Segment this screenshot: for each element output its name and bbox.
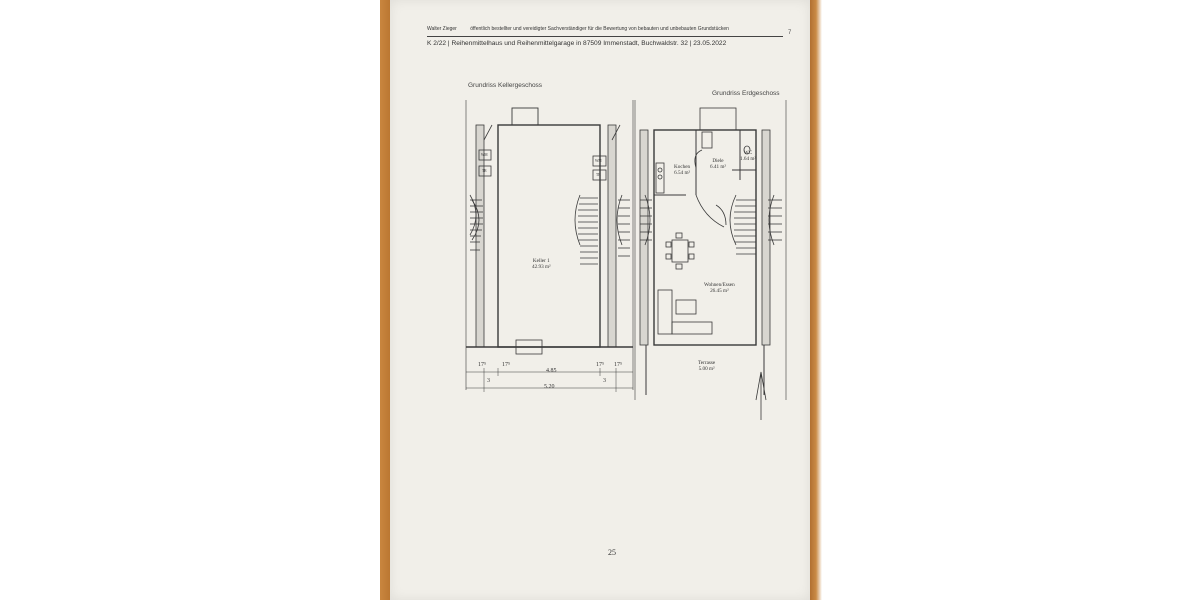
room-name-terrasse: Terrasse — [698, 360, 716, 366]
dim-top-right: 17⁵ — [596, 362, 605, 368]
sofa-bottom — [671, 321, 713, 335]
basement-wall-right — [607, 124, 617, 348]
wm-label-left: WM — [481, 153, 488, 157]
ground-stairs — [729, 194, 756, 255]
room-label-wc: WC 1.64 m² — [740, 150, 756, 162]
room-label-kochen: Kochen 6.54 m² — [674, 164, 690, 176]
dim-top-left: 17⁵ — [478, 362, 487, 368]
wm-label-right: WM — [595, 159, 602, 163]
basement-plan-title: Grundriss Kellergeschoss — [468, 82, 543, 89]
basement-tr-box-right — [592, 169, 607, 181]
ground-floor-plan-title: Grundriss Erdgeschoss — [712, 90, 780, 97]
ground-entrance — [699, 107, 737, 131]
room-name-kochen: Kochen — [674, 164, 691, 170]
basement-tr-box-left — [478, 165, 492, 177]
document-page: Walter Zieger öffentlich bestellter und … — [390, 0, 810, 600]
room-name-wc: WC — [743, 150, 753, 156]
basement-room-name: Keller 1 — [532, 258, 550, 264]
ground-stairs-left-neighbour — [640, 194, 652, 246]
basement-room-area: 42.93 m² — [532, 264, 551, 270]
room-area-terrasse: 5.00 m² — [698, 366, 715, 372]
floor-plan-drawing — [465, 100, 787, 420]
document-reference: K 2/22 | Reihenmittelhaus und Reihenmitt… — [427, 40, 727, 47]
dim-bottom-left: 3 — [487, 378, 490, 384]
hall-curve-wall — [695, 194, 725, 228]
tr-label-left: TR — [482, 169, 487, 173]
header-rule — [427, 36, 783, 37]
room-area-wc: 1.64 m² — [740, 156, 756, 162]
room-label-wohnen: Wohnen/Essen 26.45 m² — [704, 282, 735, 294]
hall-wardrobe — [701, 131, 713, 149]
page-number: 25 — [608, 548, 616, 557]
header-line-1: Walter Zieger öffentlich bestellter und … — [427, 26, 787, 32]
basement-wm-box-left — [478, 149, 492, 161]
sofa-left — [657, 289, 673, 335]
dim-middle: 4.85 — [546, 368, 557, 374]
basement-stairs-far-right — [616, 194, 630, 257]
kitchen-counter — [655, 162, 665, 194]
basement-light-well — [511, 107, 539, 126]
ground-room-outline — [653, 129, 757, 346]
ground-wall-left — [639, 129, 649, 346]
dim-bottom-right: 3 — [603, 378, 606, 384]
desk-surface-right — [808, 0, 1200, 600]
basement-hatch-left — [483, 124, 493, 141]
room-name-diele: Diele — [712, 158, 724, 164]
dim-total: 5.20 — [544, 384, 555, 390]
dining-table — [671, 239, 689, 263]
author-qualification: öffentlich bestellter und vereidigter Sa… — [470, 26, 729, 32]
basement-hatch-right — [611, 124, 621, 141]
ground-stairs-right-neighbour — [768, 194, 782, 246]
basement-room-label: Keller 1 42.93 m² — [532, 258, 551, 270]
desk-surface-left — [0, 0, 392, 600]
basement-room-outline — [497, 124, 601, 348]
dim-top-right-2: 17⁵ — [614, 362, 623, 368]
room-name-wohnen: Wohnen/Essen — [704, 282, 735, 288]
corner-mark: 7 — [788, 30, 792, 36]
ground-wall-right — [761, 129, 771, 346]
basement-wm-box-right — [592, 155, 607, 167]
north-arrow — [755, 371, 767, 420]
tr-label-right: TR — [596, 173, 601, 177]
basement-stairs-right — [574, 194, 598, 265]
coffee-table — [675, 299, 697, 315]
dim-top-left-2: 17⁵ — [502, 362, 511, 368]
room-label-terrasse: Terrasse 5.00 m² — [698, 360, 715, 372]
wc-fixture — [743, 145, 751, 155]
room-area-diele: 6.41 m² — [710, 164, 726, 170]
basement-stairs-left — [469, 194, 483, 251]
author-name: Walter Zieger — [427, 26, 457, 32]
room-label-diele: Diele 6.41 m² — [710, 158, 726, 170]
room-area-kochen: 6.54 m² — [674, 170, 691, 176]
room-area-wohnen: 26.45 m² — [710, 288, 729, 294]
